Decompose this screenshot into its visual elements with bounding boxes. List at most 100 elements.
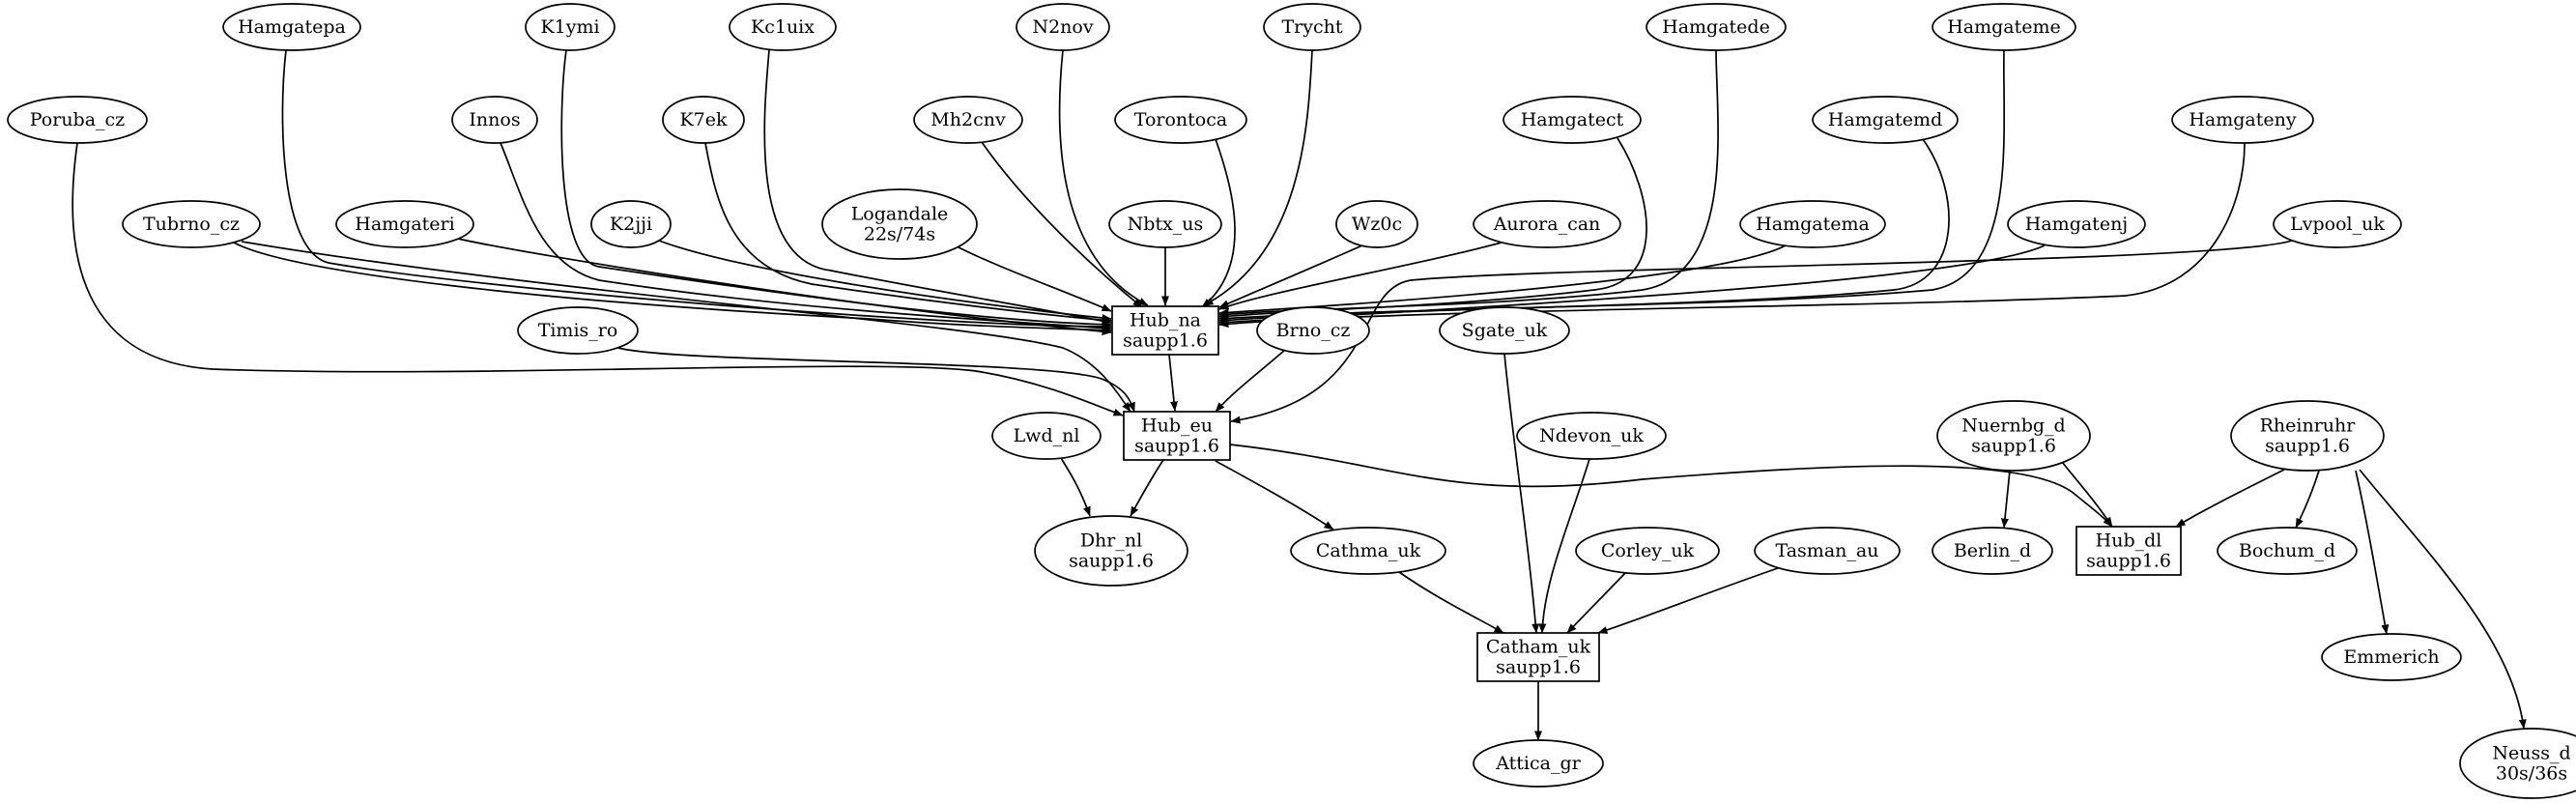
node-ellipse — [1473, 739, 1604, 788]
edge-nuernbg_d-to-berlin_d — [2000, 470, 2011, 529]
node-hamgateme: Hamgateme — [1932, 3, 2076, 51]
node-emmerich: Emmerich — [2321, 633, 2462, 681]
node-label: 22s/74s — [864, 224, 935, 245]
node-ellipse — [1439, 306, 1570, 355]
edges-layer — [72, 49, 2527, 741]
node-label: Hamgatect — [1521, 109, 1624, 130]
edge-rheinruhr-to-emmerich — [2355, 470, 2390, 635]
edge-hub_eu-to-cathma_uk — [1215, 460, 1334, 531]
node-label: Nuernbg_d — [1961, 416, 2065, 437]
edge-hub_eu-to-hub_dl — [1229, 444, 2113, 528]
edge-tasman_au-to-catham_uk — [1597, 567, 1779, 634]
node-label: Tasman_au — [1776, 540, 1879, 561]
node-ellipse — [1646, 3, 1787, 51]
node-ellipse — [1932, 3, 2076, 51]
edge-tubrno_cz-to-hub_eu — [241, 241, 1131, 413]
node-box — [2075, 526, 2182, 576]
node-label: Dhr_nl — [1080, 531, 1142, 552]
node-label: Hamgatenj — [2025, 214, 2128, 235]
edge-logandale-to-hub_na — [956, 245, 1112, 312]
node-label: N2nov — [1032, 16, 1093, 38]
node-label: Cathma_uk — [1316, 540, 1421, 561]
node-label: Hamgateny — [2189, 109, 2297, 130]
edge-innos-to-hub_na — [500, 142, 1112, 332]
node-lvpool_uk: Lvpool_uk — [2273, 200, 2402, 248]
edge-mh2cnv-to-hub_na — [981, 141, 1143, 308]
node-hamgatenj: Hamgatenj — [2007, 200, 2146, 248]
node-label: Timis_ro — [538, 320, 618, 341]
node-ellipse — [1936, 400, 2091, 472]
node-label: Sgate_uk — [1462, 320, 1548, 341]
node-label: Hamgateri — [355, 214, 454, 235]
node-tubrno_cz: Tubrno_cz — [122, 200, 261, 248]
node-ellipse — [122, 200, 261, 248]
node-bochum_d: Bochum_d — [2217, 527, 2358, 575]
node-label: Corley_uk — [1601, 540, 1695, 561]
node-ellipse — [1256, 306, 1370, 355]
node-ellipse — [517, 306, 639, 355]
node-ellipse — [1108, 200, 1222, 248]
node-ellipse — [1754, 527, 1901, 575]
edge-rheinruhr-to-neuss_d — [2359, 469, 2527, 730]
edge-k1ymi-to-hub_na — [560, 49, 1112, 329]
node-ellipse — [821, 188, 978, 260]
node-ellipse — [1290, 527, 1446, 575]
edge-nuernbg_d-to-hub_dl — [2061, 461, 2113, 528]
node-ellipse — [1114, 96, 1247, 144]
node-lwd_nl: Lwd_nl — [991, 412, 1102, 460]
node-hamgateri: Hamgateri — [335, 200, 474, 248]
node-label: Lwd_nl — [1014, 425, 1080, 446]
node-label: Catham_uk — [1486, 637, 1591, 658]
edge-hub_eu-to-dhr_nl — [1130, 459, 1164, 517]
edge-lvpool_uk-to-hub_eu — [1230, 240, 2293, 424]
edge-k2jji-to-hub_na — [658, 240, 1112, 322]
node-mh2cnv: Mh2cnv — [913, 96, 1023, 144]
edge-poruba_cz-to-hub_eu — [72, 142, 1124, 416]
node-label: Trycht — [1281, 16, 1342, 38]
node-label: Bochum_d — [2239, 540, 2335, 561]
edge-wz0c-to-hub_na — [1218, 244, 1363, 308]
node-trycht: Trycht — [1263, 3, 1361, 51]
node-label: Innos — [469, 109, 520, 130]
node-ellipse — [1516, 412, 1667, 460]
edge-hamgateny-to-hub_na — [1218, 142, 2246, 329]
node-ellipse — [913, 96, 1023, 144]
node-ellipse — [2217, 527, 2358, 575]
edge-rheinruhr-to-bochum_d — [2295, 470, 2320, 529]
edge-timis_ro-to-hub_eu — [617, 347, 1135, 413]
node-k2jji: K2jji — [590, 200, 672, 248]
edge-hamgateme-to-hub_na — [1218, 49, 2006, 323]
node-ellipse — [1503, 96, 1642, 144]
node-label: Wz0c — [1352, 214, 1402, 235]
node-ellipse — [2273, 200, 2402, 248]
node-label: Hamgatemd — [1828, 109, 1942, 130]
node-label: K7ek — [679, 109, 728, 130]
node-ellipse — [525, 3, 615, 51]
node-timis_ro: Timis_ro — [517, 306, 639, 355]
node-ndevon_uk: Ndevon_uk — [1516, 412, 1667, 460]
edge-trycht-to-hub_na — [1203, 49, 1313, 306]
node-ellipse — [1263, 3, 1361, 51]
edge-lwd_nl-to-dhr_nl — [1060, 457, 1091, 517]
node-ellipse — [335, 200, 474, 248]
node-ellipse — [1739, 200, 1886, 248]
node-hamgatepa: Hamgatepa — [222, 3, 361, 51]
node-label: Berlin_d — [1954, 540, 2031, 561]
edge-tubrno_cz-to-hub_na — [233, 242, 1112, 334]
node-ellipse — [1812, 96, 1959, 144]
node-label: Hub_dl — [2096, 531, 2162, 552]
edge-hamgatepa-to-hub_na — [281, 49, 1112, 330]
edge-sgate_uk-to-catham_uk — [1503, 353, 1540, 634]
node-hamgatede: Hamgatede — [1646, 3, 1787, 51]
node-label: Hamgateme — [1947, 16, 2061, 38]
node-label: Poruba_cz — [30, 109, 125, 130]
node-ellipse — [590, 200, 672, 248]
node-poruba_cz: Poruba_cz — [7, 96, 148, 144]
node-ellipse — [1575, 527, 1720, 575]
